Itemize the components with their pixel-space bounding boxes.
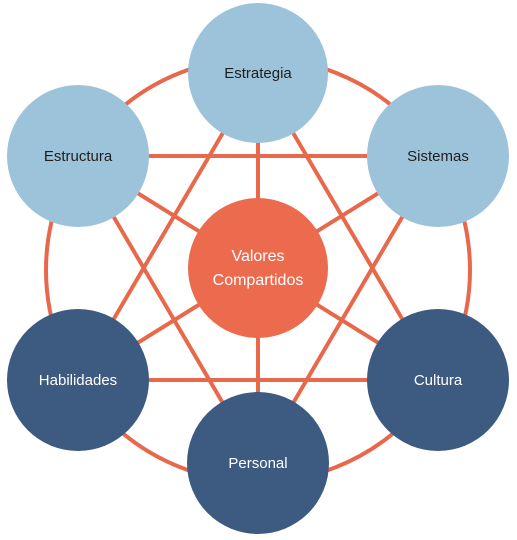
node-sistemas-circle	[367, 85, 509, 227]
node-habilidades-label: Habilidades	[39, 372, 117, 389]
node-sistemas-label: Sistemas	[407, 148, 469, 165]
node-cultura-label: Cultura	[414, 372, 463, 389]
node-cultura-circle	[367, 309, 509, 451]
node-personal-circle	[187, 392, 329, 534]
node-estrategia: Estrategia	[188, 3, 328, 143]
node-estructura-label: Estructura	[44, 148, 113, 165]
node-sistemas: Sistemas	[367, 85, 509, 227]
node-habilidades-circle	[7, 309, 149, 451]
node-habilidades: Habilidades	[7, 309, 149, 451]
center-label-line2: Compartidos	[213, 272, 304, 289]
node-personal: Personal	[187, 392, 329, 534]
node-estrategia-circle	[188, 3, 328, 143]
center-node: Valores Compartidos	[188, 198, 328, 338]
node-personal-label: Personal	[228, 455, 287, 472]
node-estrategia-label: Estrategia	[224, 65, 292, 82]
node-estructura: Estructura	[7, 85, 149, 227]
center-circle	[188, 198, 328, 338]
node-estructura-circle	[7, 85, 149, 227]
node-cultura: Cultura	[367, 309, 509, 451]
center-label-line1: Valores	[231, 248, 284, 265]
